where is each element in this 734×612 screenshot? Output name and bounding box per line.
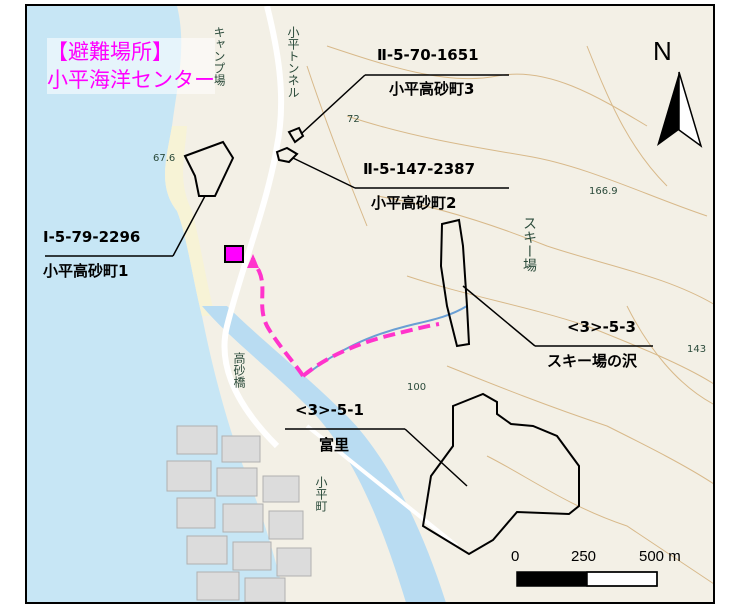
sea [27, 6, 286, 602]
zone-outline-1 [183, 140, 235, 197]
map-frame: キャンプ場 小平トンネル スキー場 高砂橋 小平町 72 166.9 143 1… [25, 4, 715, 604]
tunnel-label: 小平トンネル [286, 26, 300, 98]
shelter-title: 【避難場所】 小平海洋センター [47, 38, 215, 94]
spot-height-100: 100 [407, 382, 427, 393]
zone-outline-tomisato [421, 392, 580, 556]
contours [306, 45, 713, 584]
camp-label: キャンプ場 [212, 26, 226, 86]
zone-outline-ski [439, 218, 471, 348]
zone-code-1: Ⅰ-5-79-2296 [43, 228, 141, 246]
town-label: 小平町 [314, 476, 328, 512]
zone-code-tomisato: <3>-5-1 [295, 401, 364, 419]
scale-label-500: 500 m [639, 548, 681, 565]
zone-code-2: Ⅱ-5-147-2387 [363, 160, 476, 178]
beach [165, 126, 215, 316]
zone-name-2: 小平高砂町2 [371, 194, 457, 212]
spot-height-166: 166.9 [589, 186, 618, 197]
zone-code-3: Ⅱ-5-70-1651 [377, 46, 479, 64]
scale-bar [516, 571, 658, 587]
north-label: N [653, 36, 672, 66]
zone-name-ski: スキー場の沢 [547, 352, 638, 370]
stream [306, 305, 468, 375]
spot-height-67: 67.6 [153, 153, 176, 164]
shelter-name: 小平海洋センター [47, 68, 215, 92]
leader-lines [45, 74, 653, 487]
bridge-label: 高砂橋 [232, 352, 246, 388]
zone-name-1: 小平高砂町1 [43, 262, 129, 280]
town-blocks [166, 425, 312, 602]
spot-height-72: 72 [347, 114, 360, 125]
shelter-marker [224, 245, 244, 263]
zone-name-3: 小平高砂町3 [389, 80, 475, 98]
river [202, 306, 446, 602]
zone-code-ski: <3>-5-3 [567, 318, 636, 336]
scale-label-250: 250 [571, 548, 597, 565]
north-arrow-icon [657, 71, 703, 148]
zone-name-tomisato: 富里 [319, 436, 350, 454]
route-arrowhead [247, 254, 259, 268]
road [221, 6, 285, 449]
ski-label: スキー場 [521, 216, 537, 272]
map-canvas [27, 6, 713, 602]
spot-height-143: 143 [687, 344, 707, 355]
scale-label-0: 0 [511, 548, 520, 565]
shelter-heading: 【避難場所】 [47, 40, 173, 64]
road-secondary [305, 424, 459, 548]
zone-outline-3 [287, 126, 305, 144]
